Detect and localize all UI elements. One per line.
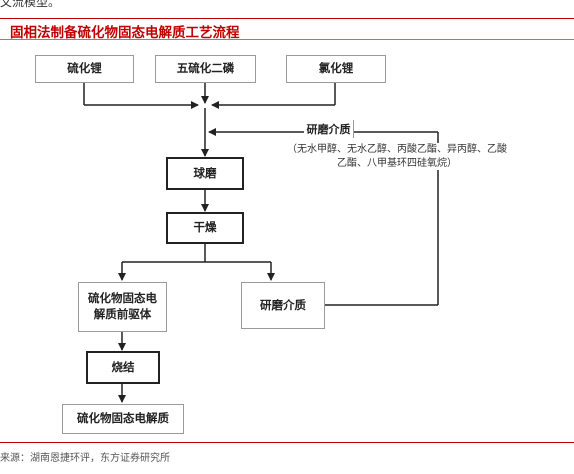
title-bottom-rule [0, 39, 574, 40]
raw-material-lithium-sulfide: 硫化锂 [35, 55, 134, 83]
title-top-rule [0, 18, 574, 19]
raw-material-lithium-chloride: 氯化锂 [286, 55, 386, 83]
step-product: 硫化物固态电解质 [62, 404, 184, 434]
step-ball-mill: 球磨 [166, 157, 244, 190]
step-precursor: 硫化物固态电 解质前驱体 [78, 282, 167, 332]
top-text-fragment: 文流模型。 [0, 0, 61, 9]
step-sinter: 烧结 [86, 351, 160, 384]
source-note: 来源：湖南恩捷环评，东方证券研究所 [0, 453, 170, 464]
grinding-medium-note: （无水甲醇、无水乙醇、丙酸乙酯、异丙醇、乙酸乙酯、八甲基环四硅氧烷） [284, 143, 510, 170]
step-grinding-medium-recovered: 研磨介质 [241, 282, 325, 329]
grinding-medium-label: 研磨介质 [304, 120, 354, 138]
step-dry: 干燥 [166, 212, 244, 244]
footer-rule [0, 442, 574, 443]
raw-material-p2s5: 五硫化二磷 [155, 55, 256, 83]
page-title: 固相法制备硫化物固态电解质工艺流程 [10, 25, 240, 41]
